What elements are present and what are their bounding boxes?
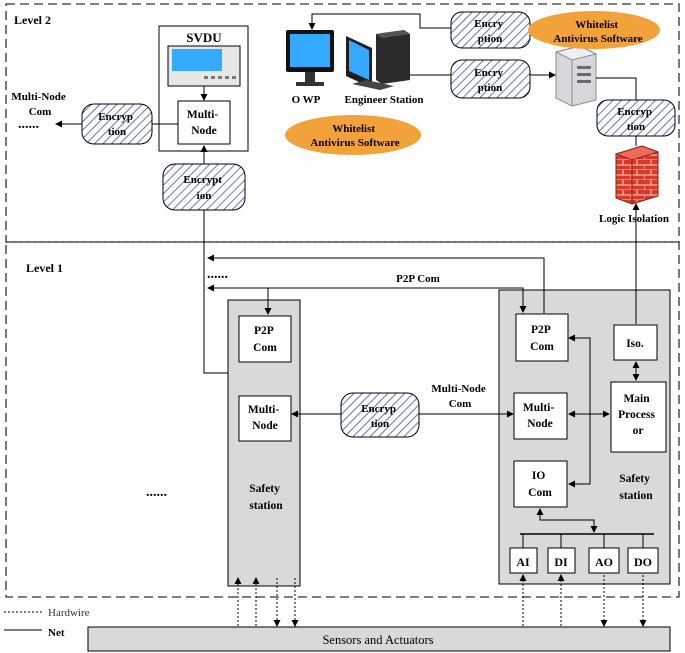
right-p2p-com-box	[515, 313, 569, 362]
legend-net-label: Net	[48, 627, 65, 639]
dots-left-top: ......	[18, 117, 39, 132]
firewall-icon	[614, 145, 660, 205]
left-multinode-label: Multi- Node	[248, 404, 282, 432]
owp-label: O WP	[292, 94, 321, 106]
multinode-com-left-label: Multi-Node Com	[11, 91, 68, 118]
link-p2p-upper-arrow	[207, 254, 545, 313]
svg-text:Encryp tion: Encryp tion	[98, 111, 136, 138]
svdu-multinode-box	[177, 100, 231, 145]
encryption-top2: Encry ption	[450, 59, 531, 99]
svg-text:Encry ption: Encry ption	[474, 67, 505, 94]
svdu-screen-display	[172, 49, 222, 71]
link-top1-owp	[308, 13, 451, 30]
module-do-box	[627, 547, 659, 574]
encryption-right: Encryp tion	[596, 99, 676, 137]
right-multinode-label: Multi- Node	[523, 402, 557, 430]
svdu-multinode-label: Multi- Node	[187, 109, 221, 137]
engineer-station-label: Engineer Station	[345, 94, 424, 106]
svg-text:Encryp tion: Encryp tion	[361, 403, 399, 430]
legend-hardwire-label: Hardwire	[48, 607, 90, 619]
server-icon	[554, 45, 598, 107]
dots-level1-lower: ......	[146, 485, 167, 500]
right-station-label: Safety station	[619, 473, 653, 502]
left-multinode-box	[238, 395, 292, 442]
link-io-bus	[536, 508, 598, 533]
whitelist-mid: Whitelist Antivirus Software	[285, 115, 421, 155]
svg-text:Whitelist Antivirus Soft: Whitelist Antivirus Software	[310, 123, 399, 149]
logic-isolation-label: Logic Isolation	[599, 213, 669, 225]
svg-text:Whitelist Antivirus Soft: Whitelist Antivirus Software	[553, 19, 642, 45]
link-p2p-io-bus	[568, 334, 591, 488]
level1-label: Level 1	[26, 261, 63, 275]
encryption-vertical: Encrypt ion	[162, 163, 246, 211]
whitelist-top: Whitelist Antivirus Software	[528, 11, 660, 49]
link-p2p-lower	[207, 284, 527, 313]
engineer-station-icon	[346, 30, 410, 90]
link-server-right	[596, 77, 637, 84]
module-ao-label: AO	[595, 555, 613, 569]
left-p2p-com-box	[238, 315, 292, 363]
right-multinode-box	[513, 392, 568, 440]
iso-box	[613, 324, 658, 361]
module-di-box	[547, 547, 576, 574]
right-io-com-box	[513, 460, 568, 508]
multinode-com-mid-label: Multi-Node Com	[431, 383, 488, 410]
encryption-top1: Encry ption	[450, 11, 531, 49]
module-ai-label: AI	[516, 555, 530, 569]
right-io-com-label: IO Com	[528, 470, 552, 499]
dots-level1: ......	[207, 267, 228, 282]
module-ai-box	[509, 547, 538, 574]
svdu-title: SVDU	[186, 30, 222, 45]
right-p2p-com-label: P2P Com	[530, 324, 554, 353]
module-do-label: DO	[634, 555, 652, 569]
owp-monitor-icon	[286, 30, 334, 86]
svg-text:Encryp tion: Encryp tion	[617, 106, 655, 133]
left-p2p-com-label: P2P Com	[253, 325, 277, 354]
level2-label: Level 2	[14, 13, 51, 27]
module-ao-box	[588, 547, 620, 574]
p2p-com-label: P2P Com	[396, 273, 440, 285]
iso-label: Iso.	[626, 338, 644, 350]
sensors-actuators-label: Sensors and Actuators	[322, 633, 433, 647]
encryption-middle: Encryp tion	[340, 392, 420, 438]
svg-text:Encrypt ion: Encrypt ion	[183, 174, 224, 202]
main-processor-box	[610, 381, 667, 453]
module-di-label: DI	[554, 555, 568, 569]
main-processor-label: Main Process or	[618, 393, 658, 437]
svg-text:Encry ption: Encry ption	[474, 18, 505, 45]
hardwire-links	[234, 574, 647, 627]
left-station-label: Safety station	[249, 483, 283, 512]
sensors-actuators-bar	[87, 626, 671, 652]
level1-border	[5, 241, 680, 598]
encryption-left: Encryp tion	[81, 103, 153, 145]
svdu-buttons	[204, 76, 236, 79]
